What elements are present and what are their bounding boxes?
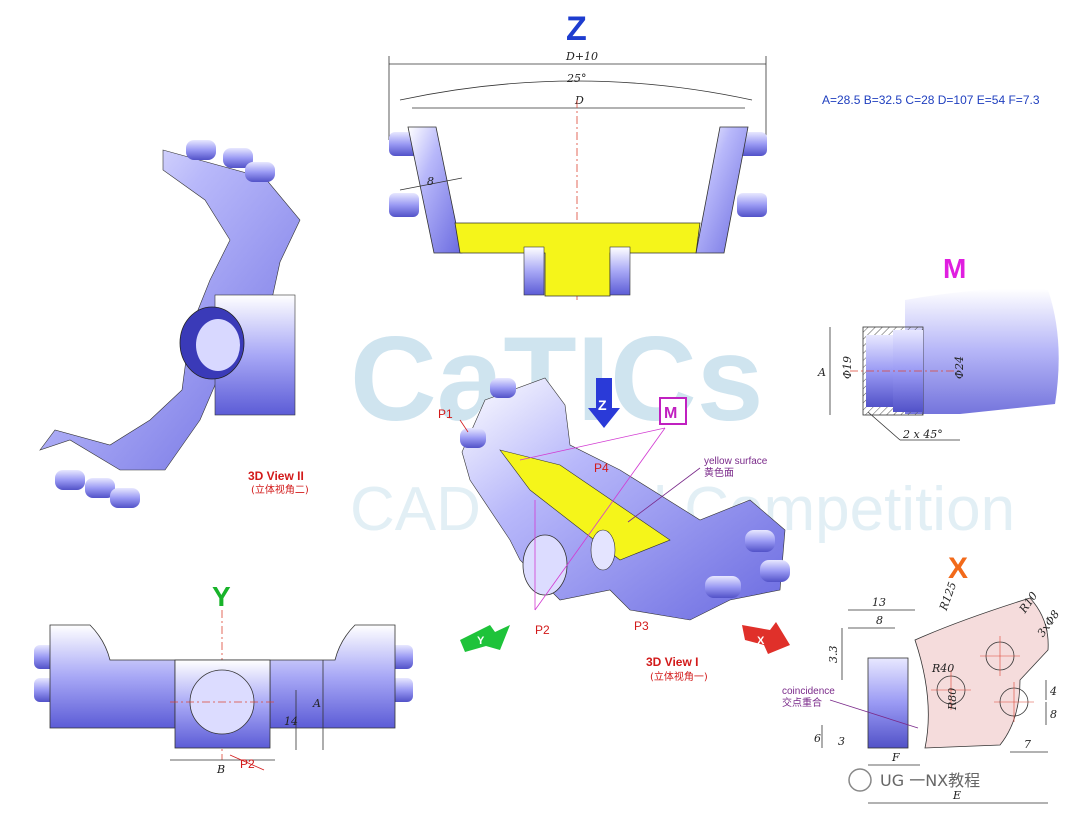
point-p3: P3	[634, 619, 649, 633]
dim-y-a: A	[312, 697, 321, 710]
footer-logo: UG 一NX教程	[848, 768, 980, 792]
view-3d-2-label-cn: (立体视角二)	[251, 483, 309, 496]
axis-y-arrow	[460, 625, 510, 652]
dim-13: 13	[872, 596, 886, 609]
dim-d: D	[574, 94, 584, 107]
view-3d-2-label: 3D View II	[248, 469, 304, 483]
dim-x-3: 3	[838, 735, 845, 748]
dim-x-8b: 8	[1050, 708, 1057, 721]
dim-chamfer: 2 x 45°	[902, 428, 943, 441]
view-3d-1-label-cn: (立体视角一)	[650, 670, 708, 683]
dim-r40: R40	[931, 662, 954, 675]
view-y: Y B 14 A P2	[34, 581, 413, 776]
dim-thickness-8: 8	[427, 175, 434, 188]
coincidence-label-cn: 交点重合	[782, 696, 822, 709]
dim-y-b: B	[216, 763, 225, 776]
dim-x-4: 4	[1049, 685, 1057, 698]
dim-dia-19: Φ19	[841, 356, 854, 379]
axis-m-box	[659, 397, 687, 425]
dim-x-e: E	[952, 789, 961, 802]
dim-14: 14	[284, 715, 298, 728]
wechat-icon	[848, 768, 872, 792]
view-x-title: X	[948, 552, 968, 585]
coincidence-label: coincidence	[782, 686, 835, 697]
parameter-list: A=28.5 B=32.5 C=28 D=107 E=54 F=7.3	[822, 93, 1040, 107]
view-m: M A Φ19 Φ24 2 x 45°	[817, 253, 1059, 441]
view-z-title: Z	[566, 10, 587, 48]
dim-r125: R125	[937, 580, 960, 613]
axis-x-arrow	[742, 622, 790, 654]
dim-x-7: 7	[1024, 738, 1031, 751]
axis-z-label: Z	[598, 397, 607, 413]
dim-x-8: 8	[876, 614, 883, 627]
view-y-title: Y	[212, 581, 231, 612]
view-3d-1-label: 3D View I	[646, 655, 698, 669]
dim-x-f: F	[891, 751, 900, 764]
footer-text: UG 一NX教程	[880, 771, 980, 790]
axis-y-label: Y	[477, 635, 485, 647]
point-p1: P1	[438, 407, 453, 421]
yellow-surface-label-cn: 黄色面	[704, 466, 734, 479]
dim-dia-24: Φ24	[953, 356, 966, 379]
view-x: X 13 8 R125 R10 3xΦ8 R40 R80 3.3 4 8 6 3…	[782, 552, 1062, 804]
dim-r80: R80	[946, 688, 959, 711]
yellow-surface-label: yellow surface	[704, 456, 768, 467]
dim-angle-25: 25°	[566, 72, 587, 85]
view-3d-2: 3D View II (立体视角二)	[39, 140, 309, 508]
dim-m-a: A	[817, 366, 826, 379]
axis-x-label: X	[757, 635, 765, 647]
axis-z-arrow	[588, 378, 620, 428]
view-y-p2: P2	[240, 757, 255, 771]
point-p2: P2	[535, 623, 550, 637]
axis-m-label: M	[664, 405, 677, 422]
point-p4: P4	[594, 461, 609, 475]
dim-3-3: 3.3	[827, 646, 840, 664]
dim-d-plus-10: D+10	[565, 50, 598, 63]
dim-x-6: 6	[814, 732, 821, 745]
view-3d-1: P1 P4 P2 P3 yellow surface 黄色面 Z M Y X 3…	[438, 377, 790, 683]
view-m-title: M	[943, 253, 966, 284]
view-z: Z D+10 25° D 8	[388, 10, 767, 300]
